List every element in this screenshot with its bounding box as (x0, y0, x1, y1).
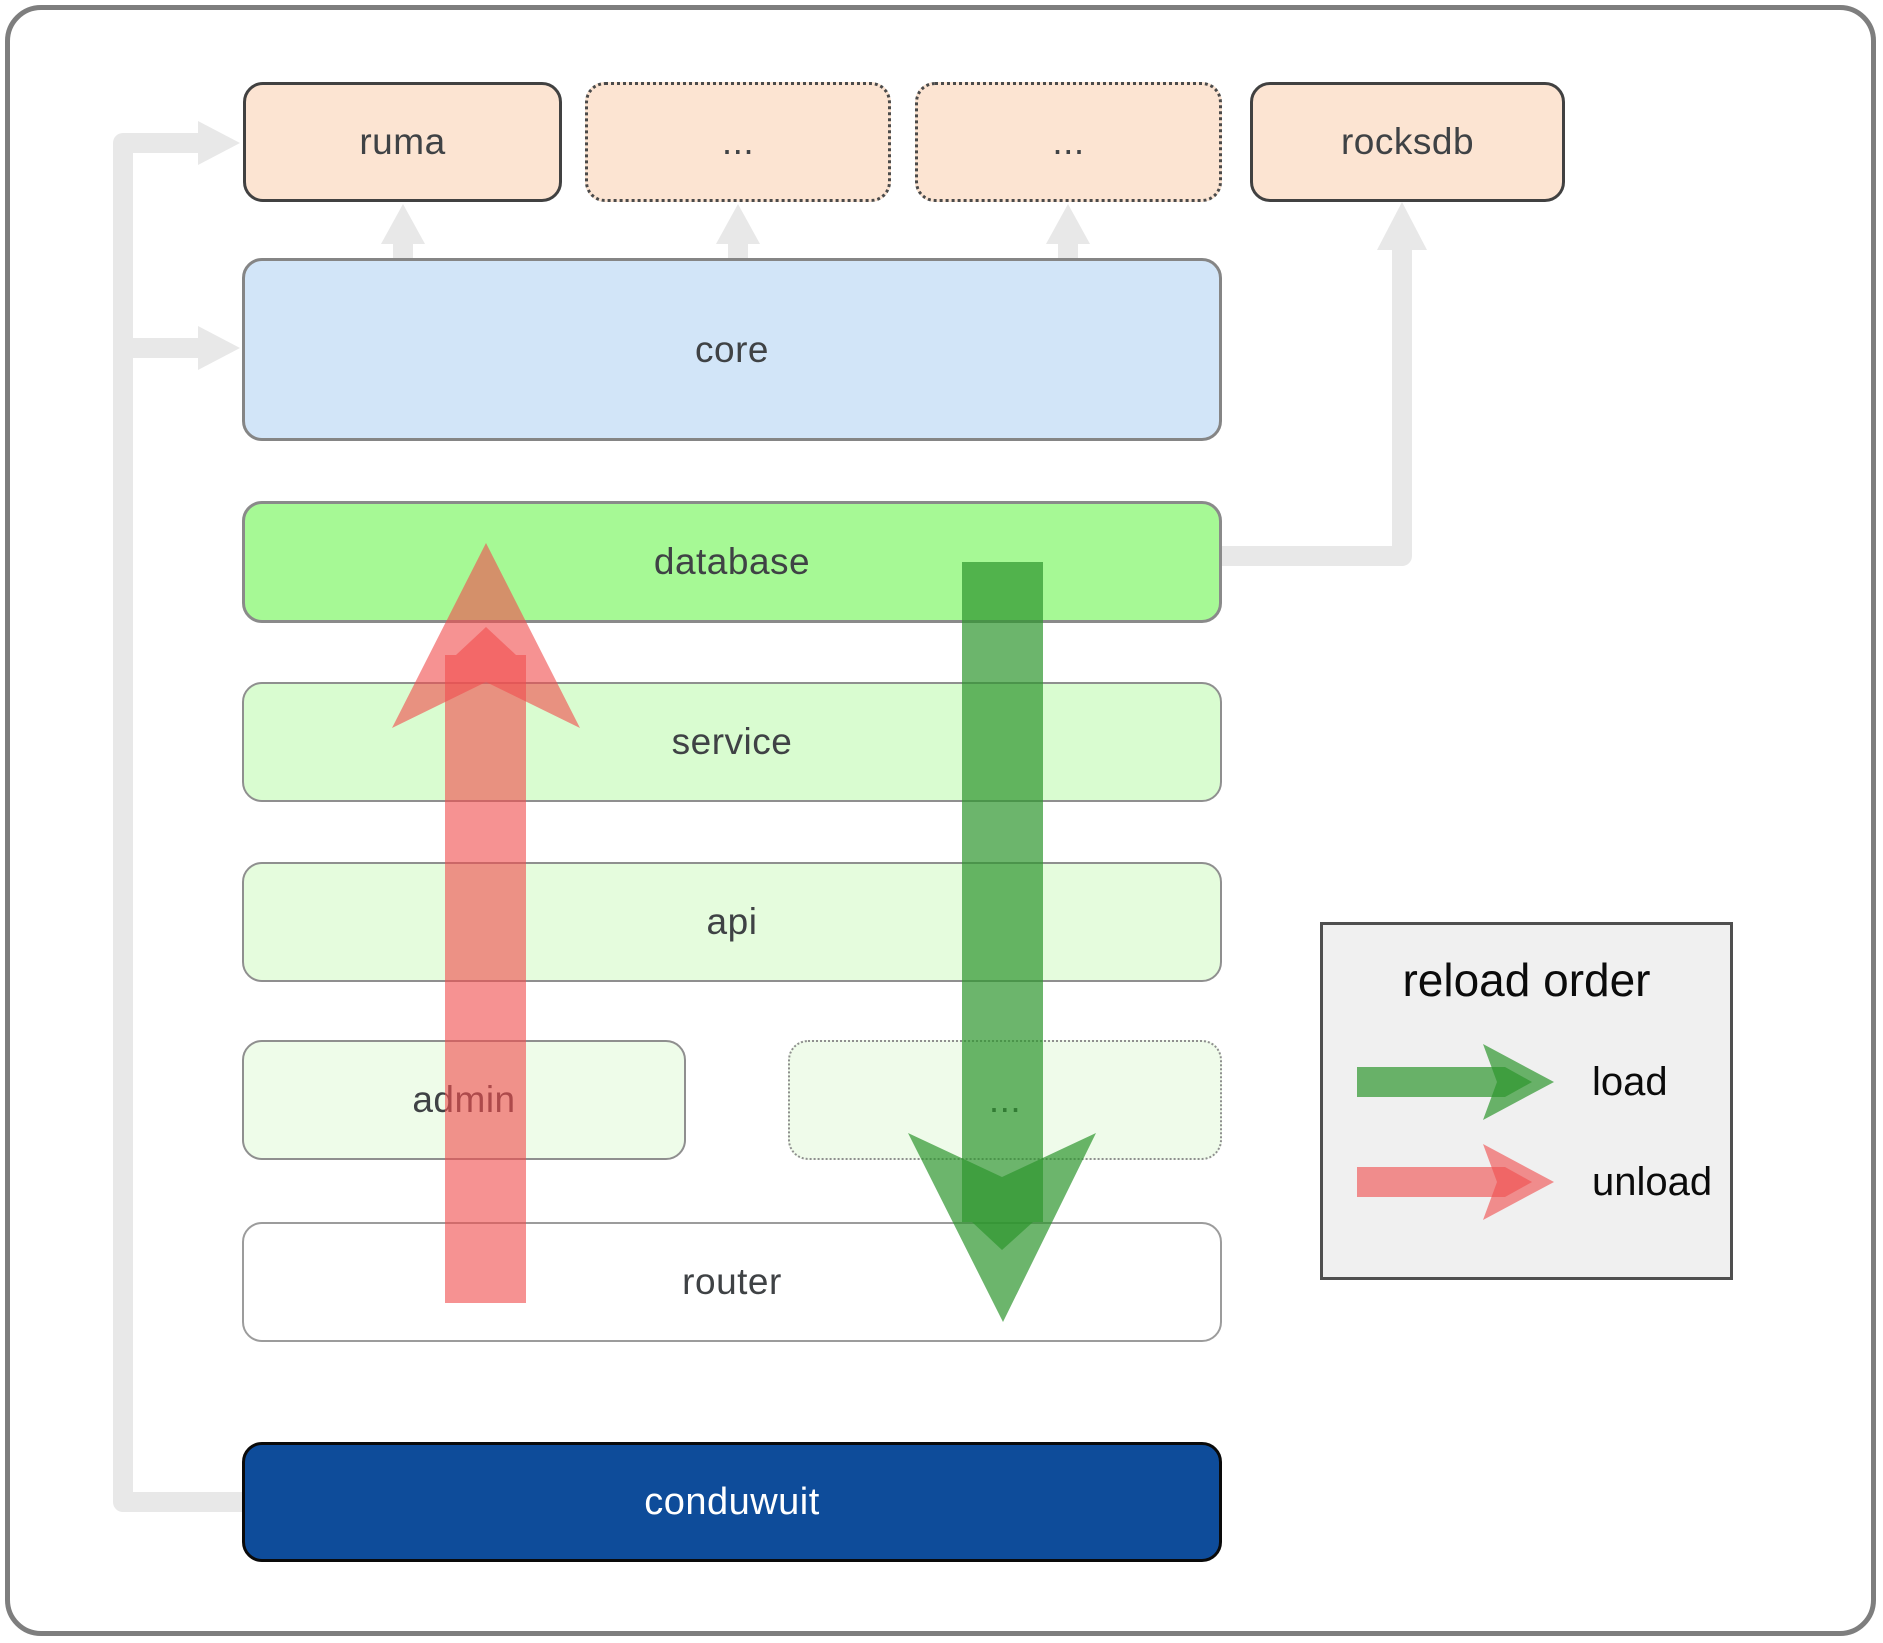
node-core-label: core (695, 328, 769, 370)
node-router-label: router (682, 1261, 782, 1302)
node-ruma: ruma (243, 82, 562, 202)
node-core: core (242, 258, 1222, 441)
conduwuit-to-ruma-arrowhead-icon (198, 121, 240, 165)
legend-unload-text: unload (1592, 1159, 1713, 1204)
legend-title: reload order (1320, 950, 1733, 1010)
legend-unload-label: unload (1592, 1156, 1712, 1208)
node-conduwuit-label: conduwuit (644, 1480, 820, 1523)
diagram-outer-frame (5, 5, 1876, 1636)
conduwuit-to-ruma-connector-line (113, 133, 242, 1512)
load-arrow-shaft-icon (962, 562, 1043, 1250)
node-conduwuit: conduwuit (242, 1442, 1222, 1562)
legend-load-arrow-shaft-icon (1357, 1067, 1532, 1097)
legend-unload-arrow-shaft-icon (1357, 1167, 1532, 1197)
node-rocksdb-label: rocksdb (1340, 121, 1475, 162)
core-to-ellipsis1-arrowhead-icon (716, 204, 760, 244)
node-ellipsis-top-2: ... (915, 82, 1222, 202)
database-to-rocksdb-arrowhead-icon (1377, 202, 1427, 250)
node-ellipsis-top-2-label: ... (1052, 121, 1085, 162)
core-to-ruma-arrowhead-icon (381, 204, 425, 244)
legend-title-text: reload order (1402, 954, 1651, 1006)
node-api: api (242, 862, 1222, 982)
legend-box (1320, 922, 1733, 1280)
legend-load-label: load (1592, 1056, 1668, 1108)
legend-load-text: load (1592, 1059, 1668, 1104)
node-ellipsis-top-1: ... (585, 82, 891, 202)
node-ruma-label: ruma (359, 121, 446, 162)
node-database: database (242, 501, 1222, 623)
core-to-ellipsis2-arrowhead-icon (1046, 204, 1090, 244)
node-api-label: api (706, 901, 758, 942)
node-ellipsis-top-1-label: ... (721, 121, 755, 162)
node-database-label: database (653, 541, 811, 582)
node-rocksdb: rocksdb (1250, 82, 1565, 202)
conduwuit-to-core-arrowhead-icon (198, 326, 240, 370)
node-router: router (242, 1222, 1222, 1342)
database-to-rocksdb-connector-line (1222, 248, 1412, 566)
unload-arrow-shaft-icon (445, 627, 526, 1303)
node-service-label: service (671, 721, 793, 762)
